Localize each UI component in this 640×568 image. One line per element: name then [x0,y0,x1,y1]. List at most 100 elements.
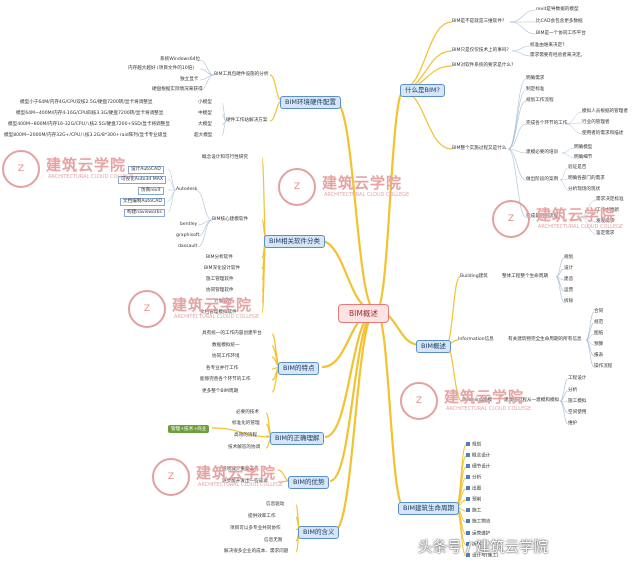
leaf-q4-2: 制定标准 [526,87,545,92]
leaf-adv-2: 逐步能开发出一些成本 [222,479,268,484]
leaf-q2: BIM只是仅仅技术上的事吗? [452,48,509,53]
leaf-info-2: 规范 [594,320,604,325]
leaf-q4-6c: 分析现场的现状 [568,187,601,192]
leaf-info-6: 操作流程 [594,364,613,369]
leaf-q2-b: 需求需要有经验者来决定。 [530,53,586,58]
leaf-q3: BIM对软件系统的要求是什么? [452,63,514,68]
life-11-label: 设计与(施工) [472,553,499,559]
life-7: 施工 [466,508,481,515]
leaf-q4-7c: 发现需求 [596,219,615,224]
leaf-q2-a: 标准由谁来决定? [530,43,565,48]
footer-credit: 头条号 / 建筑云学院 [418,540,549,556]
leaf-modeling-4: 空间使用 [568,410,587,415]
leaf-adv-1: 逐项减少重复工作 [222,467,259,472]
leaf-q1-a: revit是导数据的模型 [536,7,579,12]
life-9-label: 运营维护 [472,531,491,537]
leaf-sw-graphisoft: graphisoft [176,233,200,238]
life-11: 设计与(施工) [466,553,499,560]
construction-icon [466,508,470,512]
life-5-label: 出图 [472,486,482,492]
center-node[interactable]: BIM概述 [338,304,389,323]
leaf-hw-gpu: 独立显卡 [180,77,199,82]
life-9: 运营维护 [466,531,490,538]
leaf-building-3: 建造 [564,277,574,282]
operation-icon [466,531,470,535]
branch-advantages[interactable]: BIM的优势 [288,476,330,489]
leaf-mean-4: 信息无限 [264,538,283,543]
life-2-label: 概念设计 [472,453,491,459]
life-1: 规划 [466,442,481,449]
leaf-modeling-5: 维护 [568,421,578,426]
leaf-q4-4a: 模拟人员根据的管理者 [582,109,628,114]
branch-meaning[interactable]: BIM的含义 [298,526,340,539]
leaf-sw-collab: 协同管理软件 [206,288,234,293]
branch-overview[interactable]: BIM概述 [416,340,451,353]
leaf-mean-1: 信息驱动 [266,502,285,507]
leaf-building-4: 运营 [564,288,574,293]
leaf-feat-5: 能够完善各个环节的工作 [200,377,251,382]
design-construct-icon [466,553,470,557]
leaf-modeling: Modeling建模 [462,398,493,403]
leaf-correct-2: 标准化的管理 [232,421,260,426]
leaf-building-1: 规划 [564,255,574,260]
leaf-info-5: 报表 [594,353,604,358]
leaf-information: Information信息 [458,337,494,342]
branch-hardware-config[interactable]: BIM环境硬件配置 [280,96,341,109]
life-2: 概念设计 [466,453,490,460]
leaf-correct-4: 技术解答的协调 [228,445,261,450]
leaf-q4-7b: 工作中更新 [596,208,619,213]
leaf-q4-3: 规划工作流程 [526,98,554,103]
leaf-tier-large: 大模型 [198,122,212,127]
leaf-tier-xlarge-spec: 模型800M~2000M/内存32G+/CPU八核3.2G/8*300+raid… [4,133,167,138]
leaf-sw-autocad: 设计AutoCAD [128,166,164,174]
leaf-sw-concept: 概念设计和可行性研究 [202,155,248,160]
leaf-tier-medium: 中模型 [198,111,212,116]
life-3-label: 细节设计 [472,464,491,470]
life-1-label: 规划 [472,442,482,448]
leaf-sw-docs: 文档编制AutoCAD [120,198,165,206]
leaf-feat-3: 协同工作环境 [212,354,240,359]
branch-software[interactable]: BIM相关软件分类 [264,235,325,248]
leaf-feat-6: 更多整个BIM周期 [202,389,239,394]
leaf-sw-core: BIM核心建模软件 [212,217,249,222]
life-8-label: 施工物流 [472,519,491,525]
life-6: 预制 [466,497,481,504]
leaf-modeling-3: 施工模拟 [568,399,587,404]
leaf-q4-4: 完成各个环节的工作 [526,121,568,126]
detail-icon [466,464,470,468]
life-8: 施工物流 [466,519,490,526]
branch-what-is-bim[interactable]: 什么是BIM? [400,84,445,97]
life-10-label: 拆除 [472,542,482,548]
life-3: 细节设计 [466,464,490,471]
branch-features[interactable]: BIM的特点 [278,362,320,375]
leaf-q4-7a: 需求决定标准 [596,197,624,202]
leaf-q1: BIM是不是就是三维软件? [452,19,505,24]
leaf-feat-1: 具有统一的工作内容创建平台 [202,331,262,336]
life-6-label: 预制 [472,497,482,503]
branch-correct-understanding[interactable]: BIM的正确理解 [270,432,325,445]
leaf-tier-large-spec: 模型400M~800M/内存16-32G/CPU八核2.5G/硬盘7200+SS… [8,122,170,127]
leaf-info-1: 合同 [594,309,604,314]
drawing-icon [466,486,470,490]
leaf-q1-c: BIM是一个协同工作平台 [536,31,586,36]
leaf-mean-3: 项目可以多专业共同协作 [230,526,281,531]
life-4-label: 分析 [472,475,482,481]
leaf-sw-detail: BIM深化设计软件 [204,266,241,271]
tag-management-tech-business: 管理+技术+商业 [168,425,210,433]
branch-lifecycle[interactable]: BIM建筑生命周期 [398,502,459,515]
leaf-q4-6b: 明确各部门的需求 [568,176,605,181]
leaf-building-5: 拆除 [564,299,574,304]
leaf-building-life: 整体工程整个生命周期 [502,274,548,279]
leaf-tier-small-spec: 模型小于64M/内存4G/CPU双核2.5G/硬盘7200转/显卡将调整显 [20,100,153,105]
leaf-q1-b: 比CAD会包含更多数据 [536,19,583,24]
leaf-q4-6: 做出阶段的案例 [526,177,559,182]
leaf-sw-autodesk: Autodesk [176,187,198,192]
leaf-q4-4b: 行业的管理者 [582,120,610,125]
leaf-mean-5: 解决很多企业的成本、需求问题 [224,549,289,554]
life-5: 出图 [466,486,481,493]
leaf-tier-medium-spec: 模型64M~400M/内存4-16G/CPU四核3.3G/硬盘7200转/显卡将… [16,111,164,116]
leaf-q4-7: 完成最后的流程 [526,214,559,219]
plan-icon [466,442,470,446]
leaf-q4-7d: 鉴定需求 [596,231,615,236]
leaf-q4-5: 建模必要的培训 [526,150,559,155]
